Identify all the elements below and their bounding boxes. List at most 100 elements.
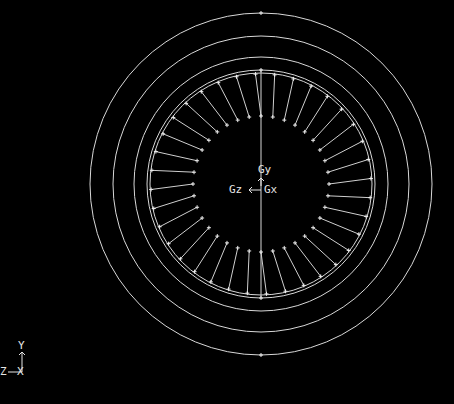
node-mark (195, 205, 199, 209)
node-mark (347, 248, 351, 252)
node-mark (360, 139, 364, 143)
spoke-line (163, 134, 202, 150)
node-mark (149, 187, 153, 191)
node-mark (311, 226, 315, 230)
node-mark (327, 182, 331, 186)
spoke-line (305, 96, 328, 132)
node-mark (334, 263, 338, 267)
node-mark (195, 159, 199, 163)
node-mark (309, 84, 313, 88)
node-mark (199, 90, 203, 94)
spoke-line (313, 109, 342, 140)
spoke-line (237, 77, 250, 117)
node-mark (291, 77, 295, 81)
triad-label: Y (18, 340, 25, 352)
node-mark (259, 296, 263, 300)
node-mark (323, 159, 327, 163)
axis-label: Gz (229, 184, 242, 196)
gz-arrowhead (249, 187, 252, 193)
gy-arrowhead (258, 178, 264, 181)
middle-circle (113, 36, 409, 332)
spoke-line (325, 141, 362, 160)
spoke-line (156, 152, 197, 161)
node-mark (264, 292, 268, 296)
axis-label: Gx (264, 184, 277, 196)
spoke-line (180, 228, 209, 259)
node-mark (282, 246, 286, 250)
spoke-line (218, 83, 237, 120)
node-mark (227, 287, 231, 291)
node-mark (357, 232, 361, 236)
node-mark (323, 205, 327, 209)
triad-label: X (17, 366, 24, 378)
node-mark (200, 148, 204, 152)
node-mark (351, 122, 355, 126)
node-mark (303, 130, 307, 134)
node-mark (271, 115, 275, 119)
node-mark (259, 11, 263, 15)
spoke-line (151, 184, 193, 189)
node-marks (149, 11, 373, 357)
center-axis (261, 70, 262, 298)
spoke-line (320, 124, 354, 150)
node-mark (271, 249, 275, 253)
node-mark (259, 68, 263, 72)
spoke-line (295, 86, 311, 125)
outer-circle (90, 13, 432, 355)
node-mark (200, 216, 204, 220)
node-mark (245, 291, 249, 295)
node-mark (158, 225, 162, 229)
axis-label: Gy (258, 164, 271, 176)
spoke-line (325, 207, 366, 216)
triad-y-head (19, 352, 25, 355)
node-mark (282, 118, 286, 122)
spoke-line (295, 243, 321, 277)
spoke-line (186, 103, 217, 132)
spoke-line (329, 179, 371, 184)
node-mark (184, 101, 188, 105)
node-mark (247, 249, 251, 253)
spoke-line (229, 248, 238, 289)
spoke-line (273, 75, 275, 117)
node-mark (207, 138, 211, 142)
spoke-line (256, 74, 261, 116)
node-mark (171, 116, 175, 120)
spokes (151, 74, 371, 294)
inner-circle (134, 57, 388, 311)
node-mark (303, 234, 307, 238)
spoke-line (154, 196, 194, 209)
spoke-line (160, 207, 197, 226)
node-mark (178, 257, 182, 261)
spoke-line (247, 251, 249, 293)
spoke-line (152, 170, 194, 172)
node-mark (302, 283, 306, 287)
node-mark (326, 194, 330, 198)
node-mark (215, 234, 219, 238)
spoke-line (284, 248, 303, 285)
spoke-line (195, 236, 218, 272)
node-mark (368, 196, 372, 200)
spoke-line (173, 118, 209, 141)
node-mark (216, 81, 220, 85)
spoke-line (169, 218, 203, 244)
node-mark (326, 170, 330, 174)
node-mark (319, 274, 323, 278)
gy-arrow (261, 178, 262, 186)
node-mark (283, 289, 287, 293)
node-mark (207, 226, 211, 230)
node-mark (369, 177, 373, 181)
node-mark (259, 353, 263, 357)
node-mark (340, 107, 344, 111)
node-mark (366, 158, 370, 162)
spoke-line (313, 228, 349, 251)
node-mark (192, 194, 196, 198)
node-mark (236, 246, 240, 250)
ring-outer-edge (147, 70, 375, 298)
node-mark (152, 206, 156, 210)
spoke-line (201, 92, 227, 126)
node-mark (236, 118, 240, 122)
spoke-line (328, 196, 370, 198)
node-mark (311, 138, 315, 142)
